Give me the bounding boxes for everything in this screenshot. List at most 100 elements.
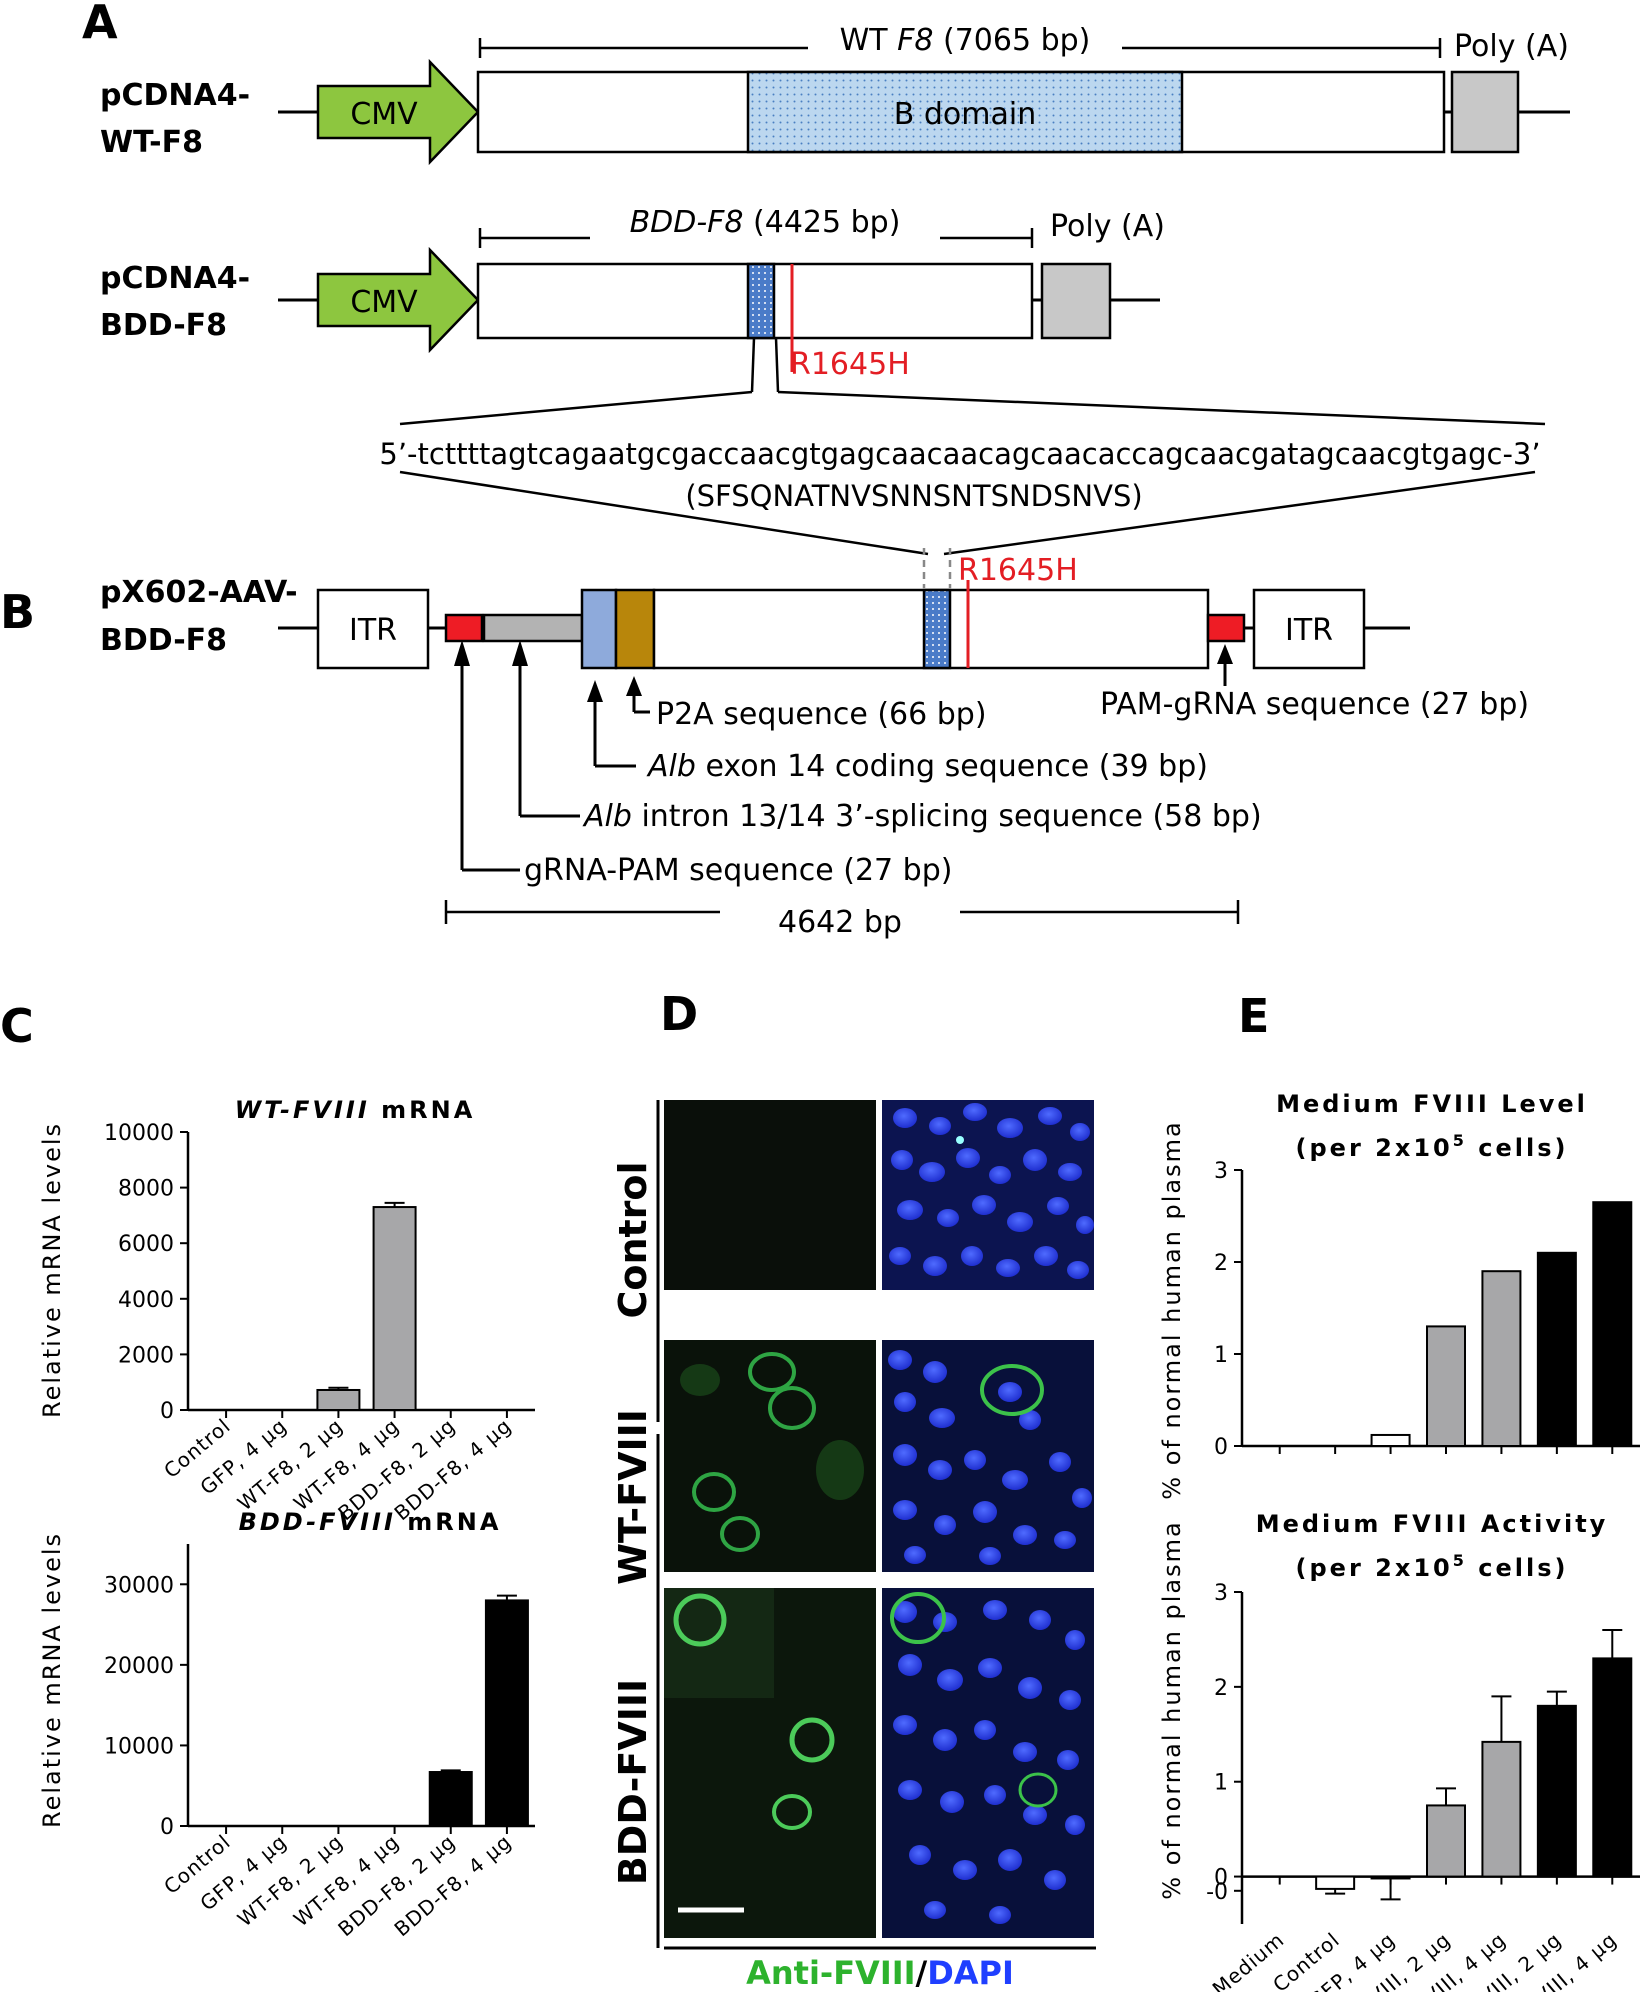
- pam-grna-annotation: PAM-gRNA sequence (27 bp): [1100, 687, 1529, 722]
- y-tick-label: 2: [1214, 1676, 1228, 1701]
- construct-wt-name-1: pCDNA4-: [100, 78, 250, 113]
- row-label-control: Control: [611, 1161, 655, 1318]
- panel-letter-e: E: [1238, 989, 1269, 1043]
- image-bdd-fviii-anti-fviii: [664, 1588, 876, 1938]
- y-tick-label: 3: [1214, 1159, 1228, 1184]
- chart-title: BDD-FVIII mRNA: [239, 1508, 502, 1536]
- bar: [1592, 1201, 1633, 1447]
- panel-letter-d: D: [660, 987, 698, 1041]
- chart-title: Medium FVIII Activity: [1256, 1510, 1609, 1538]
- alb-intron-annotation: Alb intron 13/14 3’-splicing sequence (5…: [582, 799, 1262, 834]
- aav-name-1: pX602-AAV-: [100, 575, 298, 610]
- chart-bdd-fviii-mrna: 0 10000 20000 30000 Relative mRNA levels BDD-…: [38, 1508, 535, 1941]
- micrograph-panel: Control WT-FVIII BDD-FVIII: [611, 1100, 1096, 1992]
- micrograph-caption: Anti-FVIII/DAPI: [746, 1954, 1014, 1992]
- mutation-label-1: R1645H: [790, 347, 910, 382]
- y-axis-label: Relative mRNA levels: [38, 1532, 66, 1828]
- grna-pam-box: [444, 613, 484, 643]
- chart-wt-fviii-mrna: 0 2000 4000 6000 8000 10000 Relative mRNA leve…: [38, 1096, 535, 1525]
- alb-exon-annotation: Alb exon 14 coding sequence (39 bp): [646, 749, 1208, 784]
- bar: [1592, 1657, 1633, 1878]
- chart-title: Medium FVIII Level: [1276, 1090, 1588, 1118]
- bar: [1315, 1875, 1356, 1890]
- construct-wt-f8: pCDNA4- WT-F8 CMV B domain WT F8 (7065 b…: [100, 23, 1570, 166]
- y-tick-label: 10000: [104, 1121, 174, 1146]
- construct-wt-name-2: WT-F8: [100, 125, 203, 160]
- linker-peptide-sequence: (SFSQNATNVSNNSNTSNDSNVS): [685, 479, 1142, 513]
- image-control-anti-fviii: [664, 1100, 876, 1290]
- y-tick-label: 0: [160, 1399, 174, 1424]
- grna-pam-annotation: gRNA-PAM sequence (27 bp): [524, 853, 952, 888]
- construct-bdd-name-1: pCDNA4-: [100, 261, 250, 296]
- polya-label-2: Poly (A): [1050, 209, 1165, 244]
- cmv-promoter-arrow-2: [316, 246, 480, 354]
- construct-aav: pX602-AAV- BDD-F8 ITR R1645H ITR: [100, 548, 1529, 940]
- bdd-f8-length: BDD-F8 (4425 bp): [630, 205, 901, 240]
- row-label-bdd-fviii: BDD-FVIII: [611, 1679, 655, 1885]
- y-tick-label: 6000: [118, 1232, 174, 1257]
- bar: [372, 1206, 417, 1412]
- itr-right-label: ITR: [1285, 613, 1333, 648]
- cmv-promoter-arrow: [316, 58, 480, 166]
- y-tick-label: 2: [1214, 1251, 1228, 1276]
- bar: [1370, 1433, 1411, 1447]
- chart-fviii-level: 0 1 2 3 % of normal human plasma Medium FVIII…: [1158, 1090, 1640, 1500]
- alb-exon-box: [580, 588, 618, 670]
- bar: [1481, 1270, 1522, 1447]
- y-tick-label: 4000: [118, 1288, 174, 1313]
- aav-name-2: BDD-F8: [100, 623, 227, 658]
- y-axis-label: % of normal human plasma: [1158, 1120, 1186, 1499]
- bdd-linker-box: [746, 262, 776, 340]
- bar: [484, 1599, 529, 1828]
- image-control-dapi: [882, 1100, 1094, 1290]
- mutation-label-2: R1645H: [958, 553, 1078, 588]
- p2a-box: [614, 588, 656, 670]
- image-wt-fviii-anti-fviii: [664, 1340, 876, 1572]
- chart-title: WT-FVIII mRNA: [235, 1096, 476, 1124]
- bar: [1426, 1325, 1466, 1448]
- bar: [316, 1388, 361, 1412]
- image-bdd-fviii-dapi: [882, 1588, 1094, 1938]
- y-tick-label: -0: [1206, 1880, 1228, 1905]
- construct-bdd-f8: pCDNA4- BDD-F8 CMV R1645H BDD-F8 (4425 b…: [100, 205, 1546, 556]
- itr-left-label: ITR: [349, 613, 397, 648]
- wt-f8-length: WT F8 (7065 bp): [840, 23, 1091, 58]
- y-tick-label: 1: [1214, 1343, 1228, 1368]
- chart-subtitle: (per 2x105 cells): [1296, 1551, 1569, 1582]
- y-tick-label: 1: [1214, 1771, 1228, 1796]
- y-tick-label: 0: [160, 1815, 174, 1840]
- pam-grna-box: [1206, 613, 1246, 643]
- b-domain-label: B domain: [894, 97, 1036, 132]
- y-axis-label: % of normal human plasma: [1158, 1520, 1186, 1899]
- y-tick-label: 0: [1214, 1866, 1228, 1891]
- cmv-label: CMV: [350, 97, 418, 132]
- p2a-annotation: P2A sequence (66 bp): [656, 697, 987, 732]
- y-tick-label: 3: [1214, 1581, 1228, 1606]
- image-wt-fviii-dapi: [882, 1340, 1094, 1572]
- y-tick-label: 30000: [104, 1573, 174, 1598]
- bar: [428, 1771, 473, 1827]
- y-tick-label: 10000: [104, 1734, 174, 1759]
- y-tick-label: 8000: [118, 1177, 174, 1202]
- polya-box-2: [1040, 262, 1112, 340]
- panel-letter-b: B: [0, 585, 35, 639]
- y-tick-label: 2000: [118, 1343, 174, 1368]
- y-tick-label: 20000: [104, 1654, 174, 1679]
- b-domain-box: [746, 70, 1184, 154]
- linker-nucleotide-sequence: 5’-tcttttagtcagaatgcgaccaacgtgagcaacaaca…: [379, 437, 1540, 471]
- construct-bdd-name-2: BDD-F8: [100, 308, 227, 343]
- bar: [1481, 1740, 1522, 1878]
- panel-letter-c: C: [0, 999, 34, 1053]
- y-tick-label: 0: [1214, 1435, 1228, 1460]
- bar: [1426, 1804, 1466, 1878]
- y-axis-label: Relative mRNA levels: [38, 1122, 66, 1418]
- itr-left-box: [316, 588, 430, 670]
- bar: [1370, 1875, 1411, 1880]
- panel-letter-a: A: [82, 0, 118, 49]
- polya-label-1: Poly (A): [1454, 29, 1569, 64]
- polya-box-1: [1450, 70, 1520, 154]
- chart-subtitle: (per 2x105 cells): [1296, 1131, 1569, 1162]
- bar: [1536, 1704, 1577, 1878]
- alb-intron-box: [482, 613, 584, 643]
